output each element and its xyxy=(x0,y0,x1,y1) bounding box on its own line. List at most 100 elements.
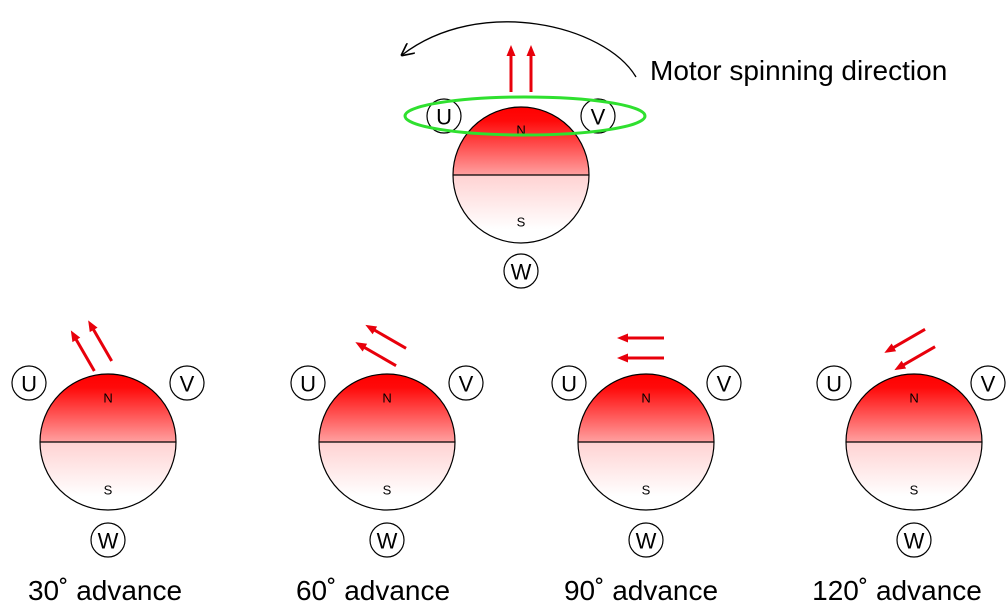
field-arrow xyxy=(526,45,536,92)
arrow-head xyxy=(88,320,98,333)
arrow-head xyxy=(70,330,81,343)
coil-ring xyxy=(816,365,852,401)
field-arrow xyxy=(70,330,96,372)
main-motor: U V W N S xyxy=(426,45,616,289)
panel-caption: 30˚ advance xyxy=(28,575,182,606)
coil-w-label: W xyxy=(98,529,119,554)
north-pole-label: N xyxy=(516,123,525,138)
north-pole-label: N xyxy=(382,391,391,406)
field-arrows-anchor xyxy=(506,45,536,92)
arrow-shaft xyxy=(373,328,407,350)
coil-u-label: U xyxy=(561,372,577,397)
coil-u: U xyxy=(551,365,587,401)
field-arrow xyxy=(617,353,664,363)
coil-ring xyxy=(970,365,1006,401)
south-pole-label: S xyxy=(383,483,392,498)
field-arrows-anchor xyxy=(70,320,113,372)
arrow-shaft xyxy=(902,345,936,367)
coil-ring xyxy=(369,522,405,558)
coil-ring xyxy=(896,522,932,558)
field-arrow xyxy=(894,345,936,371)
coil-v-label: V xyxy=(180,372,195,397)
coil-w-label: W xyxy=(904,529,925,554)
coil-v: V xyxy=(448,365,484,401)
arrow-head xyxy=(894,360,907,371)
spin-direction-arrow xyxy=(402,21,637,78)
south-pole-label: S xyxy=(104,483,113,498)
coil-ring xyxy=(448,365,484,401)
arrow-head xyxy=(884,343,897,353)
coil-w: W xyxy=(90,522,126,558)
panel-caption: 60˚ advance xyxy=(296,575,450,606)
coil-ring xyxy=(503,253,539,289)
coil-u: U xyxy=(290,365,326,401)
motor-panel-30-advance: U V W N S 30˚ advance xyxy=(11,320,205,606)
field-arrows-anchor xyxy=(884,328,936,371)
coil-ring xyxy=(580,98,616,134)
field-arrow xyxy=(617,333,664,343)
arrow-head xyxy=(506,45,516,56)
north-pole-label: N xyxy=(909,391,918,406)
spin-direction-label: Motor spinning direction xyxy=(650,55,947,86)
field-arrow xyxy=(355,342,397,367)
north-pole-label: N xyxy=(103,391,112,406)
field-arrow xyxy=(365,324,407,350)
coil-v-label: V xyxy=(717,372,732,397)
coil-ring xyxy=(290,365,326,401)
arrow-head xyxy=(617,333,628,343)
coil-u-label: U xyxy=(826,372,842,397)
coil-ring xyxy=(706,365,742,401)
arrow-shaft xyxy=(892,328,926,350)
panel-caption: 90˚ advance xyxy=(564,575,718,606)
arrow-head xyxy=(617,353,628,363)
field-arrow xyxy=(88,320,113,362)
coil-u-label: U xyxy=(300,372,316,397)
coil-u-label: U xyxy=(436,105,452,130)
coil-v-label: V xyxy=(591,105,606,130)
coil-u-label: U xyxy=(21,372,37,397)
field-arrows xyxy=(617,333,664,363)
coil-w-label: W xyxy=(636,529,657,554)
south-pole-label: S xyxy=(910,483,919,498)
highlight-ring xyxy=(403,95,647,137)
coil-v: V xyxy=(580,98,616,134)
coil-w: W xyxy=(503,253,539,289)
motor-panel-120-advance: U V W N S 120˚ advance xyxy=(812,328,1006,606)
arrow-head xyxy=(365,324,378,335)
south-pole-label: S xyxy=(642,483,651,498)
coil-w-label: W xyxy=(377,529,398,554)
arrow-head xyxy=(355,342,368,352)
coil-ring xyxy=(426,98,462,134)
field-arrow xyxy=(506,45,516,92)
coil-ring xyxy=(90,522,126,558)
coil-v: V xyxy=(169,365,205,401)
coil-v-label: V xyxy=(981,372,996,397)
arrow-shaft xyxy=(74,338,96,372)
field-arrow xyxy=(884,328,926,353)
field-arrows xyxy=(506,45,536,92)
coil-ring xyxy=(628,522,664,558)
coil-u: U xyxy=(426,98,462,134)
coil-ring xyxy=(169,365,205,401)
field-arrows xyxy=(355,324,407,367)
south-pole-label: S xyxy=(517,215,526,230)
coil-u: U xyxy=(11,365,47,401)
motor-panel-60-advance: U V W N S 60˚ advance xyxy=(290,324,484,606)
arrow-shaft xyxy=(91,328,113,362)
coil-w: W xyxy=(628,522,664,558)
coil-w-label: W xyxy=(511,260,532,285)
field-arrows-anchor xyxy=(355,324,407,367)
coil-v: V xyxy=(970,365,1006,401)
coil-ring xyxy=(11,365,47,401)
north-pole-label: N xyxy=(641,391,650,406)
coil-ring xyxy=(551,365,587,401)
coil-u: U xyxy=(816,365,852,401)
coil-w: W xyxy=(369,522,405,558)
arrow-head xyxy=(526,45,536,56)
panel-caption: 120˚ advance xyxy=(812,575,982,606)
coil-v-label: V xyxy=(459,372,474,397)
arrow-shaft xyxy=(363,345,397,367)
field-arrows xyxy=(70,320,113,372)
coil-w: W xyxy=(896,522,932,558)
